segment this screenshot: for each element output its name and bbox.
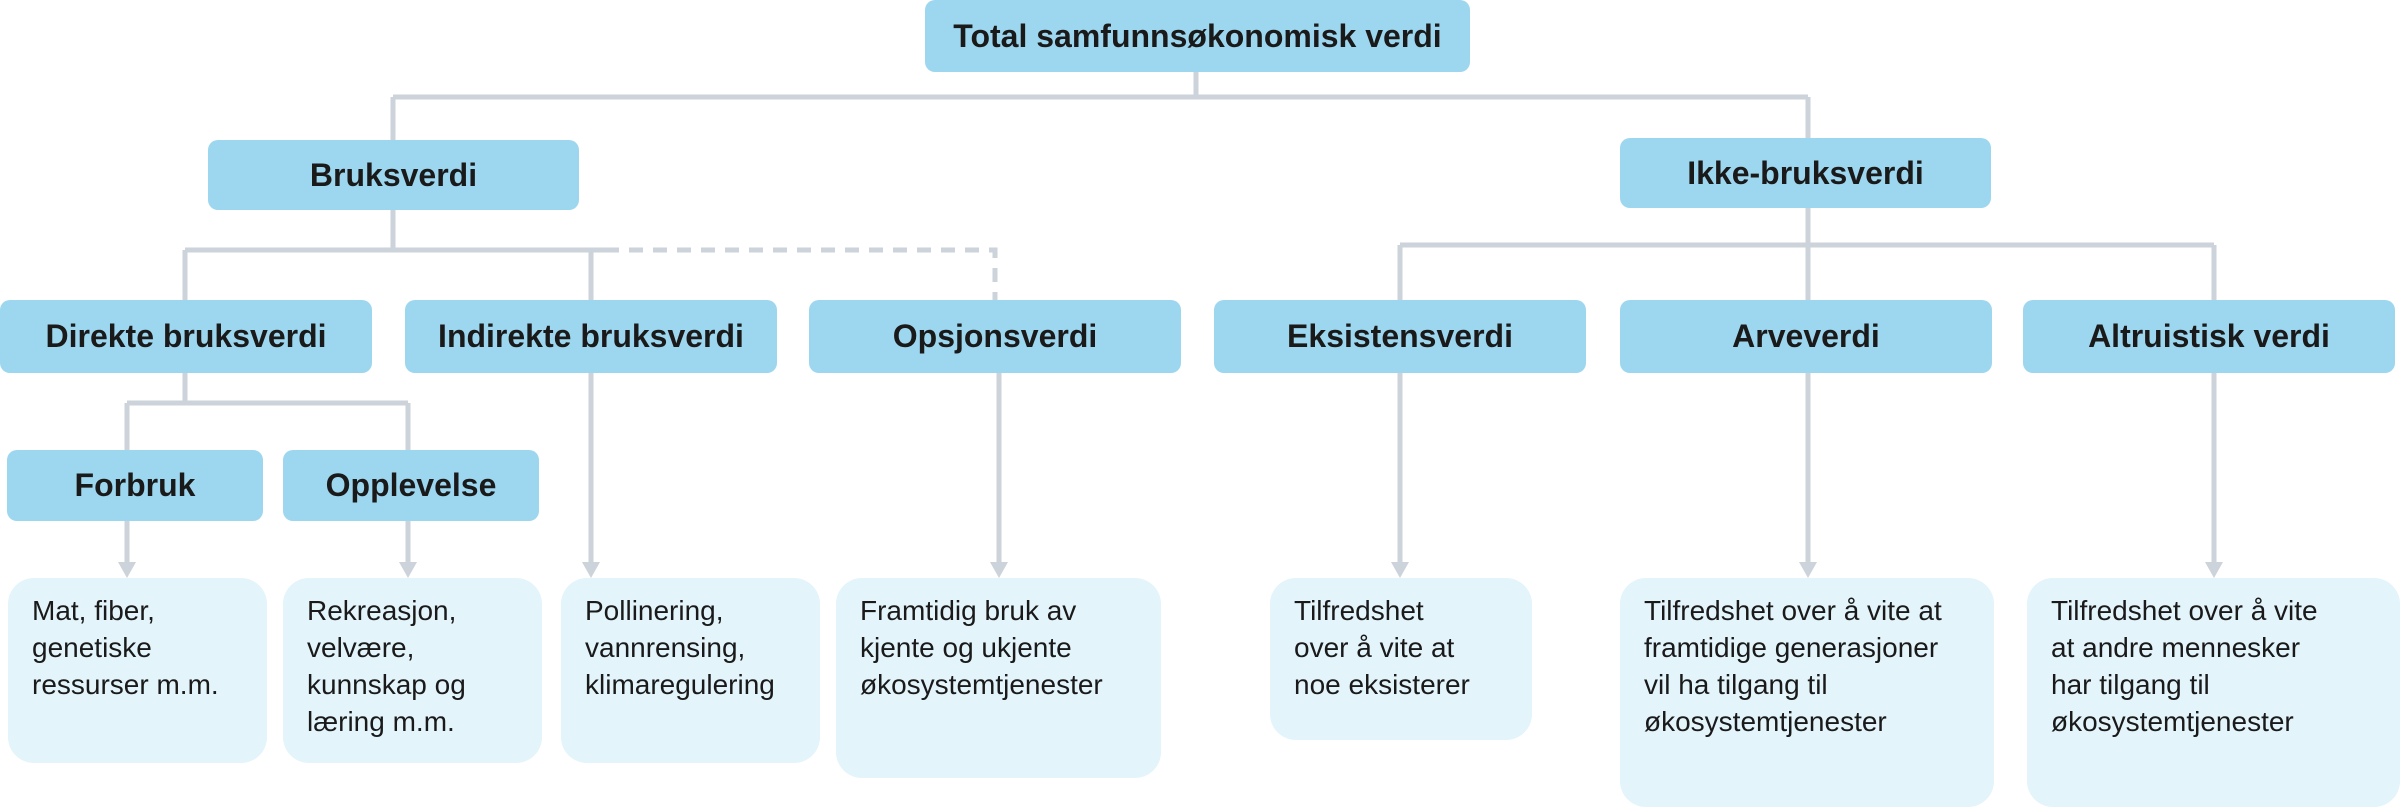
connector-non-use-value [1397,208,2217,300]
node-total-value: Total samfunnsøkonomisk verdi [925,0,1470,72]
arrowhead-existence [1391,562,1409,578]
arrowhead-altruistic [2205,562,2223,578]
desc-indirect-use: Pollinering, vannrensing, klimaregulerin… [561,578,820,763]
desc-bequest-line: økosystemtjenester [1644,706,1887,737]
node-indirect-use: Indirekte bruksverdi [405,300,777,373]
connector-option-dashed [605,247,998,300]
node-consumption: Forbruk [7,450,263,521]
desc-consumption: Mat, fiber, genetiske ressurser m.m. [8,578,267,763]
desc-bequest-value: Tilfredshet over å vite at framtidige ge… [1620,578,1994,807]
arrowhead-bequest [1799,562,1817,578]
desc-experience: Rekreasjon, velvære, kunnskap og læring … [283,578,542,763]
desc-experience-line: læring m.m. [307,706,455,737]
connector-root [390,72,1811,140]
arrowhead-consumption [118,562,136,578]
connector-direct-use [124,373,411,450]
desc-indirect-line: vannrensing, [585,632,746,663]
desc-altruistic-line: Tilfredshet over å vite [2051,595,2318,626]
desc-existence-line: noe eksisterer [1294,669,1470,700]
arrowhead-option [990,562,1008,578]
desc-altruistic-line: har tilgang til [2051,669,2210,700]
desc-consumption-line: Mat, fiber, [32,595,155,626]
desc-altruistic-line: økosystemtjenester [2051,706,2294,737]
node-use-value: Bruksverdi [208,140,579,210]
connector-use-value [182,210,605,300]
desc-consumption-line: genetiske [32,632,152,663]
desc-bequest-line: vil ha tilgang til [1644,669,1828,700]
desc-option-line: økosystemtjenester [860,669,1103,700]
node-experience: Opplevelse [283,450,539,521]
desc-consumption-line: ressurser m.m. [32,669,219,700]
desc-existence-value: Tilfredshet over å vite at noe eksistere… [1270,578,1532,740]
desc-experience-line: Rekreasjon, [307,595,457,626]
desc-bequest-line: framtidige generasjoner [1644,632,1939,663]
desc-altruistic-value: Tilfredshet over å vite at andre mennesk… [2027,578,2400,807]
desc-experience-line: kunnskap og [307,669,466,700]
desc-option-value: Framtidig bruk av kjente og ukjente økos… [836,578,1161,778]
node-bequest-value: Arveverdi [1620,300,1992,373]
node-option-value: Opsjonsverdi [809,300,1181,373]
node-altruistic-value: Altruistisk verdi [2023,300,2395,373]
desc-option-line: kjente og ukjente [860,632,1072,663]
node-direct-use: Direkte bruksverdi [0,300,372,373]
desc-existence-line: over å vite at [1294,632,1455,663]
desc-existence-line: Tilfredshet [1294,595,1424,626]
desc-experience-line: velvære, [307,632,415,663]
desc-bequest-line: Tilfredshet over å vite at [1644,595,1942,626]
desc-altruistic-line: at andre mennesker [2051,632,2301,663]
node-existence-value: Eksistensverdi [1214,300,1586,373]
arrowhead-indirect [582,562,600,578]
arrowhead-experience [399,562,417,578]
desc-indirect-line: klimaregulering [585,669,775,700]
desc-option-line: Framtidig bruk av [860,595,1077,626]
desc-indirect-line: Pollinering, [585,595,724,626]
node-non-use-value: Ikke-bruksverdi [1620,138,1991,208]
